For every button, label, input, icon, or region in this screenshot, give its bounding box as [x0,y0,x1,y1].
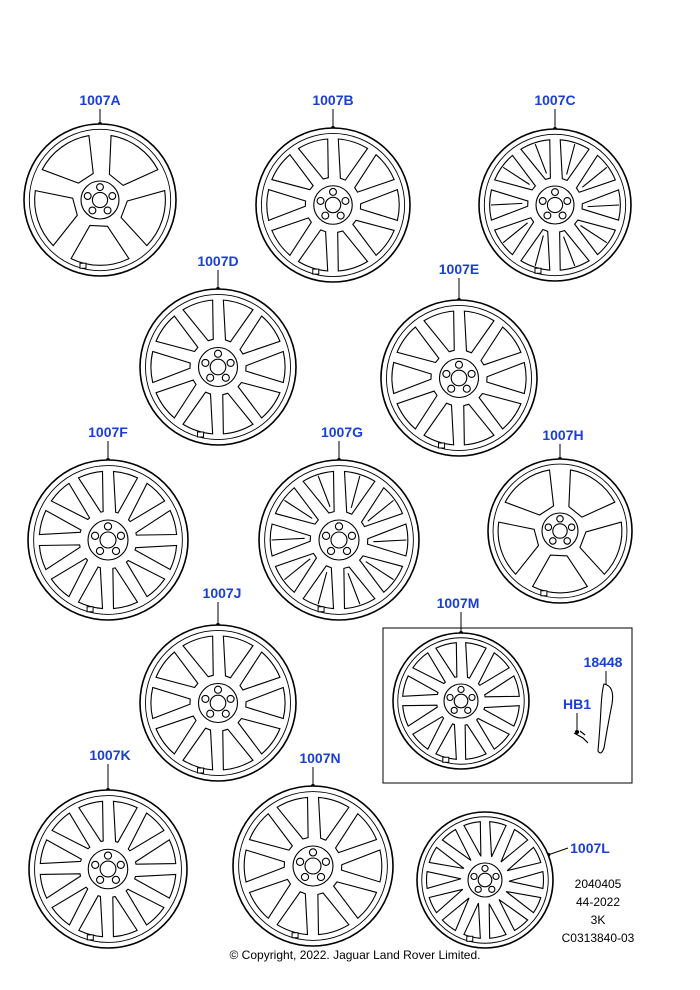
wheel-1007f[interactable]: 1007F [27,424,189,621]
inset-part-hb1[interactable]: HB1 [563,696,591,744]
inset-box-1007m [382,627,633,784]
callout-label-1007m: 1007M [437,595,480,611]
wheel-1007k[interactable]: 1007K [28,747,188,949]
wheel-1007a[interactable]: 1007A [23,92,177,277]
wheel-1007g[interactable]: 1007G [258,424,420,621]
callout-label-1007f: 1007F [88,424,128,440]
illustration-id: C0313840-03 [562,931,635,945]
callout-label-1007e: 1007E [439,261,479,277]
callout-label-1007l: 1007L [570,840,610,856]
callout-label-1007d: 1007D [197,253,238,269]
wheel-weight-icon [597,683,614,754]
valve-icon [573,730,589,744]
copyright-text: © Copyright, 2022. Jaguar Land Rover Lim… [230,948,481,962]
revision: 3K [591,913,606,927]
callout-label-1007k: 1007K [89,747,130,763]
wheel-1007b[interactable]: 1007B [255,92,411,283]
callout-label-1007n: 1007N [299,750,340,766]
callout-label-hb1: HB1 [563,696,591,712]
callout-label-1007c: 1007C [534,92,575,108]
date-code: 44-2022 [576,895,620,909]
callout-label-1007b: 1007B [312,92,353,108]
wheel-1007c[interactable]: 1007C [478,92,632,282]
inset-part-18448[interactable]: 18448 [584,654,623,754]
wheel-1007j[interactable]: 1007J [139,585,297,782]
callout-label-1007h: 1007H [542,427,583,443]
wheel-1007h[interactable]: 1007H [487,427,633,604]
wheel-1007e[interactable]: 1007E [380,261,538,457]
wheel-1007d[interactable]: 1007D [139,253,297,446]
wheel-1007l[interactable]: 1007L [416,811,610,949]
callout-label-1007j: 1007J [203,585,242,601]
wheel-1007n[interactable]: 1007N [232,750,394,947]
callout-label-1007a: 1007A [79,92,120,108]
callout-label-18448: 18448 [584,654,623,670]
ref-number: 2040405 [575,877,622,891]
wheel-1007m[interactable]: 1007M [392,595,530,770]
callout-label-1007g: 1007G [321,424,363,440]
